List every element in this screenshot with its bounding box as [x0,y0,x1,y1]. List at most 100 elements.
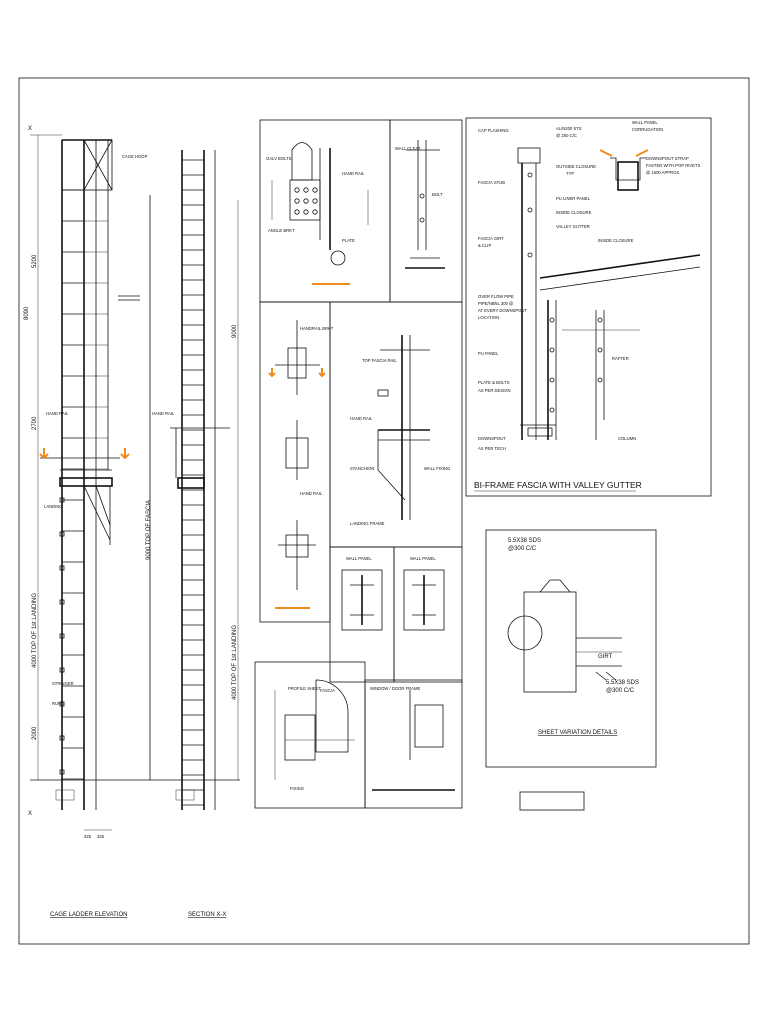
label-landing: LANDING [44,504,63,509]
d4-label-3: LANDING FRAME [350,521,385,526]
fascia-label: PU LINER PANEL [556,196,591,201]
fascia-label: TYP [566,171,574,176]
stringer-cleat [59,667,65,673]
sv-label-bot: 5.5X38 SDS [606,680,639,686]
fascia-bolt [527,207,533,213]
fascia-label: PIPE/NBNL 300 @ [478,301,513,306]
fascia-bolt [549,347,555,353]
sheet-title-box [519,791,585,811]
detail-2-cleat: WALL CLEAT BOLT [395,140,445,269]
sv-title: SHEET VARIATION DETAILS [538,730,617,736]
section-marker-bottom: X [28,811,32,817]
d2-label-1: BOLT [432,192,443,197]
d4-label-4: WALL FIXING [424,466,450,471]
fascia-bolt [597,347,603,353]
stringer-cleat [59,531,65,537]
label-rung: RUNG [52,701,64,706]
sv-label-top2: @300 C/C [508,546,537,552]
bolt [312,187,318,193]
d1-label-2: HAND RAIL [342,171,365,176]
stringer-cleat [59,599,65,605]
sv-label-girt: GIRT [598,654,613,660]
fascia-label: FASTEN WITH POP RIVETS [646,163,701,168]
bolt [303,187,309,193]
sv-label-top: 5.5X38 SDS [508,538,541,544]
fascia-label: CAP FLASHING [478,128,509,133]
stringer-cleat [59,769,65,775]
fascia-bolt [597,317,603,323]
d4-label-2: STANCHION [350,466,374,471]
stringer-cleat [59,565,65,571]
fascia-label: OVER FLOW PIPE [478,294,514,299]
d7-label-0: PROFILE SHEET [288,686,321,691]
fascia-label: LOCATION [478,315,499,320]
section-label-hand-rail: HAND RAIL [152,411,175,416]
fascia-label: @ 1500 APPROX. [646,170,680,175]
d1-label-1: ANGLE BRKT [268,228,295,233]
section-dim-landing: 4000 TOP OF 1st LANDING [232,625,238,700]
fascia-label: AT EVERY DOWNSPOUT [478,308,527,313]
bolt [312,209,318,215]
fascia-bolt [527,172,533,178]
detail-1-bracket: GALV BOLTS ANGLE BRKT HAND RAIL PLATE [266,142,369,285]
fascia-label: PLATE & BOLTS [478,380,510,385]
stringer-cleat [59,701,65,707]
bottom-dim-1: 325 [84,834,92,839]
bolt [294,187,300,193]
bottom-dim-2: 325 [97,834,105,839]
label-stringer: STRINGER [52,681,74,686]
detail-8-frame: WINDOW / DOOR FRAME [370,686,455,791]
dim-8090: 8090 [24,306,30,320]
bolt [303,209,309,215]
bolt [303,198,309,204]
d4-label-0: TOP FASCIA RAIL [362,358,397,363]
sheet-border [18,77,750,945]
fascia-bolt [549,317,555,323]
detail-grid [254,119,463,809]
fascia-label: AL/N200 STS [556,126,582,131]
d3-label-1: HAND RAIL [300,491,323,496]
d5-label-0: WALL PANEL [346,556,372,561]
section-title: SECTION X-X [188,912,226,918]
fascia-bolt [549,377,555,383]
section-x-x: 9000 4000 TOP OF 1st LANDING HAND RAIL S… [152,150,239,918]
section-dim-9000: 9000 [232,324,238,338]
d4-label-1: HAND RAIL [350,416,373,421]
fascia-label: AS PER TECH [478,446,506,451]
fascia-label: AS PER DESIGN [478,388,511,393]
fascia-bolt [597,377,603,383]
fascia-label: COLUMN [618,436,636,441]
bolt [294,198,300,204]
section-marker-top: X [28,126,32,132]
label-hand-rail: HAND RAIL [46,411,69,416]
detail-7-fascia-fixing: PROFILE SHEET FASCIA FIXING [274,679,355,791]
fascia-label: VALLEY GUTTER [556,224,590,229]
dim-top-fascia: 9000 TOP OF FASCIA [146,500,152,560]
fascia-label: PU PANEL [478,351,499,356]
stringer-cleat [59,497,65,503]
d1-label-3: PLATE [342,238,355,243]
detail-4-landing: TOP FASCIA RAIL HAND RAIL STANCHION LAND… [350,335,450,526]
d6-label-0: WALL PANEL [410,556,436,561]
fascia-label: RAFTER [612,356,629,361]
detail-5-wall-panel: WALL PANEL [341,556,383,631]
cage-ladder-elevation: X X 5200 8090 2700 4000 TOP OF 1st LANDI… [24,126,240,918]
fascia-label: INSIDE CLOSURE [556,210,592,215]
d1-label-0: GALV BOLTS [266,156,292,161]
fascia-label: & CLIP [478,243,491,248]
sv-label-bot2: @300 C/C [606,688,635,694]
d7-label-2: FIXING [290,786,304,791]
d3-label-0: HANDRAIL BRKT [300,326,334,331]
label-cage-hoop: CAGE HOOP [122,154,148,159]
dim-top-landing: 4000 TOP OF 1st LANDING [32,593,38,668]
bolt [294,209,300,215]
stringer-cleat [59,633,65,639]
detail-3-handrail-bracket: HANDRAIL BRKT HAND RAIL [268,320,334,609]
fascia-label: CORRUGATION [632,127,663,132]
fascia-label: FASCIA STUB [478,180,505,185]
d7-label-1: FASCIA [320,688,335,693]
bolt [312,198,318,204]
fascia-label: FASCIA GIRT [478,236,504,241]
